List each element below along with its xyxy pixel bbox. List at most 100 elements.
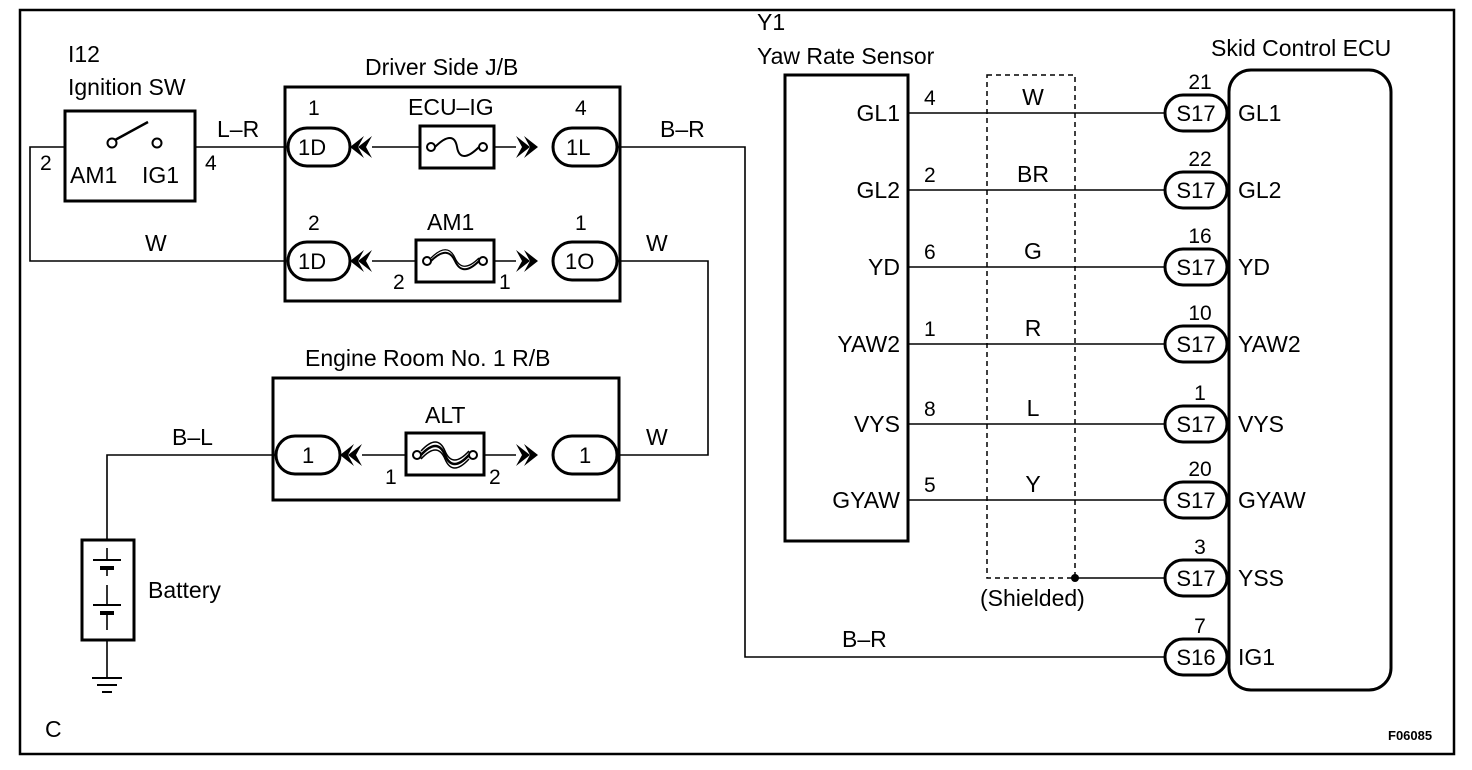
- yaw-sensor-code: Y1: [757, 9, 785, 35]
- terminal-am1: AM1: [70, 162, 117, 188]
- rb-connector-right: [551, 434, 619, 476]
- fuse-ecu-ig-label: ECU–IG: [408, 94, 494, 120]
- ecu-connector-label: S17: [1176, 332, 1215, 357]
- ecu-pin-number: 22: [1188, 148, 1211, 171]
- ecu-connector-oval: [1163, 170, 1229, 210]
- connector-1d-top-label: 1D: [298, 135, 326, 160]
- ecu-pin-number: 3: [1194, 536, 1206, 559]
- ecu-terminal-label: YAW2: [1238, 331, 1301, 357]
- ecu-connector-oval: [1163, 480, 1229, 520]
- connector-1l-label: 1L: [566, 135, 590, 160]
- ecu-connector-oval: [1163, 558, 1229, 598]
- rb-connector-right-label: 1: [579, 443, 591, 468]
- ignition-switch-code: I12: [68, 41, 100, 67]
- fuse-alt-box: [404, 431, 486, 477]
- wire-label-lr: L–R: [217, 116, 259, 142]
- yaw-sensor-box: [783, 73, 910, 543]
- fuse-am1-pin-right: 1: [499, 271, 511, 294]
- sensor-terminal-label: GL2: [857, 177, 900, 203]
- alt-pin-right: 2: [489, 466, 501, 489]
- sensor-pin-number: 4: [924, 87, 936, 110]
- fuse-alt-label: ALT: [425, 402, 465, 428]
- ecu-connector-label: S17: [1176, 255, 1215, 280]
- jb-top-right-pin: 4: [575, 97, 587, 120]
- ecu-connector-label: S17: [1176, 488, 1215, 513]
- sensor-pin-number: 6: [924, 241, 936, 264]
- fuse-icon: [426, 137, 488, 157]
- ecu-connector-oval: [1163, 404, 1229, 444]
- battery-label: Battery: [148, 577, 221, 603]
- sensor-terminal-label: GL1: [857, 100, 900, 126]
- ignition-pin-left: 2: [40, 152, 52, 175]
- switch-contact-symbol: [106, 120, 163, 149]
- ecu-terminal-label: GL2: [1238, 177, 1281, 203]
- sensor-terminal-label: GYAW: [832, 487, 900, 513]
- ecu-terminal-label: GL1: [1238, 100, 1281, 126]
- fusible-link-alt-icon: [412, 441, 478, 469]
- ecu-connector-oval: [1163, 324, 1229, 364]
- sensor-terminal-label: YAW2: [837, 331, 900, 357]
- engine-rb-title: Engine Room No. 1 R/B: [305, 345, 550, 371]
- wire-label-w-loop: W: [145, 230, 167, 256]
- wire-label-bl: B–L: [172, 424, 213, 450]
- shield-label: (Shielded): [980, 585, 1085, 611]
- ignition-pin-right: 4: [205, 152, 217, 175]
- ecu-connector-oval: [1163, 637, 1229, 677]
- jb-bot-left-pin: 2: [308, 212, 320, 235]
- corner-code: C: [45, 716, 62, 742]
- ecu-pin-number: 16: [1188, 225, 1211, 248]
- ecu-pin-number: 1: [1194, 382, 1206, 405]
- fuse-am1-pin-left: 2: [393, 271, 405, 294]
- wire-label-br-ecu: B–R: [842, 626, 887, 652]
- ecu-pin-number: 20: [1188, 458, 1211, 481]
- diagram-frame: [18, 8, 1456, 756]
- wire-color-label: R: [1025, 315, 1042, 341]
- shield-outline: [986, 74, 1076, 579]
- ecu-connector-oval: [1163, 247, 1229, 287]
- ignition-switch-name: Ignition SW: [68, 74, 186, 100]
- ecu-connector-oval: [1163, 93, 1229, 133]
- wire-color-label: G: [1024, 238, 1042, 264]
- fuse-am1-label: AM1: [427, 209, 474, 235]
- ecu-connector-label: S17: [1176, 412, 1215, 437]
- jb-bot-right-pin: 1: [575, 212, 587, 235]
- driver-jb-box: [283, 85, 622, 303]
- wire-am1-loop: [29, 146, 285, 262]
- sensor-pin-number: 5: [924, 474, 936, 497]
- battery-icon: [93, 548, 121, 630]
- ecu-pin-number: 21: [1188, 71, 1211, 94]
- female-terminal-icon: [350, 136, 364, 158]
- rb-connector-left-label: 1: [302, 443, 314, 468]
- shield-ground-dot: [1071, 574, 1079, 582]
- ecu-pin-number: 7: [1194, 615, 1206, 638]
- male-terminal-icon: [516, 136, 530, 158]
- connector-1o-label: 1O: [565, 249, 594, 274]
- wire-w-to-rb: [617, 260, 709, 456]
- ecu-terminal-label: GYAW: [1238, 487, 1306, 513]
- ecu-connector-label: S17: [1176, 101, 1215, 126]
- sensor-terminal-label: VYS: [854, 411, 900, 437]
- terminal-ig1: IG1: [142, 162, 179, 188]
- ignition-switch-box: [63, 109, 197, 203]
- ecu-connector-label: S16: [1176, 645, 1215, 670]
- yaw-sensor-name: Yaw Rate Sensor: [757, 43, 935, 69]
- sensor-pin-number: 1: [924, 318, 936, 341]
- wire-color-label: BR: [1017, 161, 1049, 187]
- ecu-connector-label: S17: [1176, 566, 1215, 591]
- ecu-name: Skid Control ECU: [1211, 35, 1391, 61]
- driver-jb-title: Driver Side J/B: [365, 54, 518, 80]
- figure-id: F06085: [1388, 728, 1432, 743]
- ecu-terminal-label: IG1: [1238, 644, 1275, 670]
- wire-label-w-rb: W: [646, 424, 668, 450]
- jb-top-left-pin: 1: [308, 97, 320, 120]
- wire-color-label: W: [1022, 84, 1044, 110]
- sensor-pin-number: 8: [924, 398, 936, 421]
- sensor-pin-number: 2: [924, 164, 936, 187]
- wire-label-br-top: B–R: [660, 116, 705, 142]
- battery-box: [80, 538, 136, 642]
- ecu-box: [1227, 68, 1393, 692]
- connector-1d-bottom-label: 1D: [298, 249, 326, 274]
- wire-color-label: Y: [1025, 471, 1040, 497]
- ecu-terminal-label: YD: [1238, 254, 1270, 280]
